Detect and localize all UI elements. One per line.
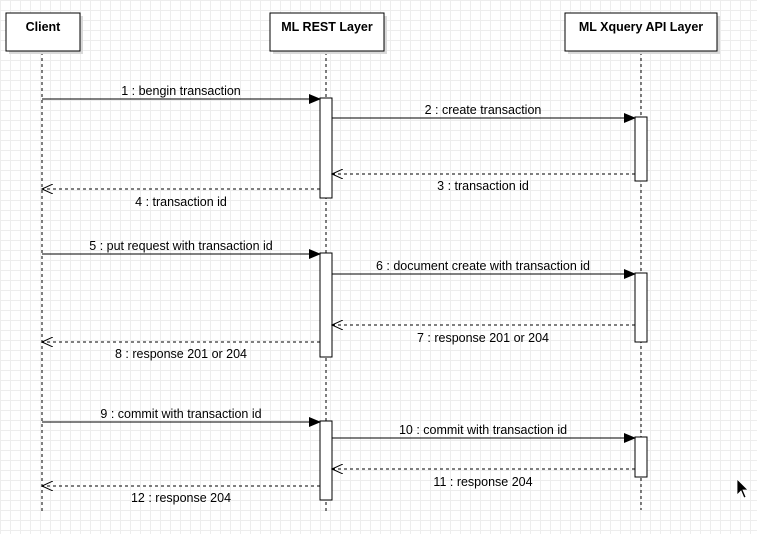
message-label: 8 : response 201 or 204 [115,347,247,361]
activation-rest-2 [319,252,333,358]
message-label: 12 : response 204 [131,491,231,505]
activation-xquery-3 [634,436,648,478]
activation-xquery-2 [634,272,648,343]
activation-xquery-1 [634,116,648,182]
message-label: 5 : put request with transaction id [89,239,272,253]
message-label: 7 : response 201 or 204 [417,331,549,345]
mouse-pointer-icon [736,478,749,499]
message-label: 9 : commit with transaction id [100,407,261,421]
participant-rest[interactable]: ML REST Layer [269,12,387,54]
participant-client-label: Client [26,20,62,34]
message-label: 1 : bengin transaction [121,84,241,98]
message-label: 2 : create transaction [425,103,542,117]
message-label: 10 : commit with transaction id [399,423,567,437]
message-label: 11 : response 204 [433,475,532,489]
participant-rest-label: ML REST Layer [281,20,373,34]
activation-rest-3 [319,420,333,501]
message-label: 4 : transaction id [135,195,227,209]
participant-xquery-label: ML Xquery API Layer [579,20,703,34]
message-label: 6 : document create with transaction id [376,259,590,273]
activation-rest-1 [319,97,333,199]
participant-xquery[interactable]: ML Xquery API Layer [564,12,720,54]
participant-client[interactable]: Client [5,12,83,54]
message-label: 3 : transaction id [437,179,529,193]
